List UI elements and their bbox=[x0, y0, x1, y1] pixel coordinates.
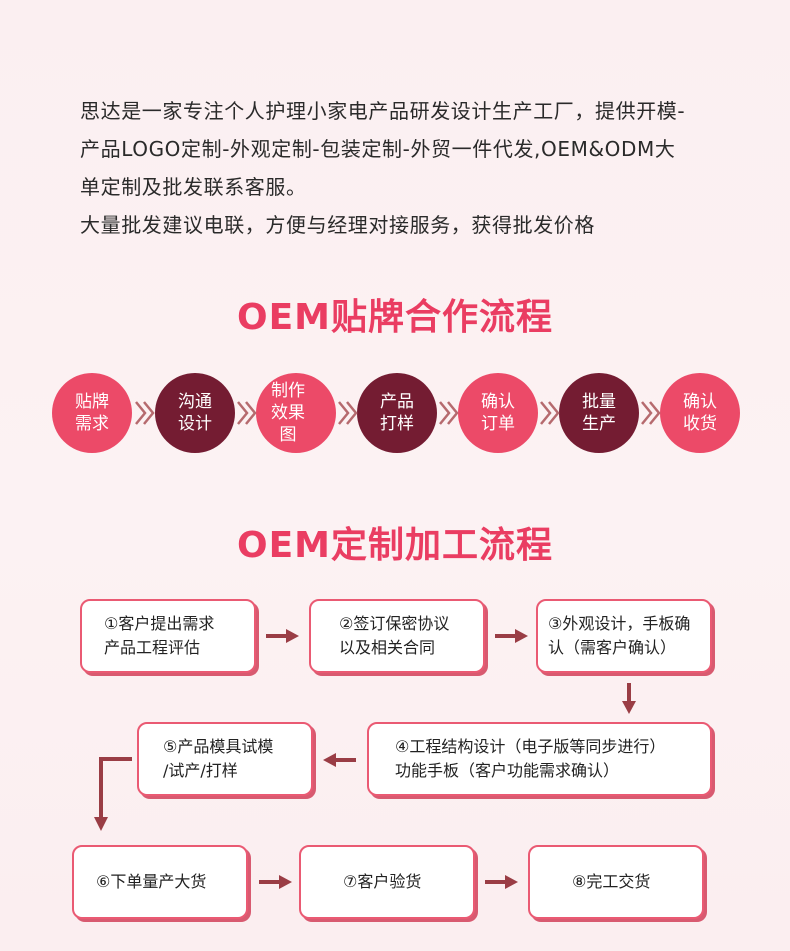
process-step-6: ⑥下单量产大货 bbox=[72, 845, 248, 919]
arrow-right-icon bbox=[485, 875, 518, 889]
oem-cooperation-title: OEM贴牌合作流程 bbox=[236, 297, 554, 338]
arrow-right-icon bbox=[495, 629, 528, 643]
process-step-3-text: ③外观设计，手板确 认（需客户确认） bbox=[548, 614, 691, 657]
step-circle-2-line2: 设计 bbox=[178, 414, 212, 434]
process-step-7: ⑦客户验货 bbox=[299, 845, 475, 919]
step-circle-4-line1: 产品 bbox=[380, 392, 414, 412]
arrow-right-icon bbox=[259, 875, 292, 889]
process-step-7-text: ⑦客户验货 bbox=[343, 872, 422, 891]
step-circle-2-line1: 沟通 bbox=[178, 392, 212, 412]
oem-customization-title: OEM定制加工流程 bbox=[236, 525, 554, 566]
step-circle-5: 确认订单 bbox=[458, 373, 538, 453]
process-step-2: ②签订保密协议 以及相关合同 bbox=[309, 599, 485, 673]
intro-line-4: 大量批发建议电联，方便与经理对接服务，获得批发价格 bbox=[80, 213, 595, 237]
step-circle-1-line2: 需求 bbox=[75, 414, 109, 434]
process-step-5: ⑤产品模具试模 /试产/打样 bbox=[137, 722, 313, 796]
step-circle-1: 贴牌需求 bbox=[52, 373, 132, 453]
step-circle-3: 制作效果图 bbox=[256, 373, 336, 453]
double-chevron-icon bbox=[237, 401, 257, 425]
step-circle-4: 产品打样 bbox=[357, 373, 437, 453]
intro-text: 思达是一家专注个人护理小家电产品研发设计生产工厂，提供开模- 产品LOGO定制-… bbox=[80, 92, 730, 244]
intro-line-1: 思达是一家专注个人护理小家电产品研发设计生产工厂，提供开模- bbox=[80, 99, 686, 123]
step-circle-6-line1: 批量 bbox=[582, 392, 616, 412]
process-step-8: ⑧完工交货 bbox=[528, 845, 704, 919]
process-step-4: ④工程结构设计（电子版等同步进行） 功能手板（客户功能需求确认） bbox=[367, 722, 712, 796]
double-chevron-icon bbox=[439, 401, 459, 425]
process-step-1: ①客户提出需求 产品工程评估 bbox=[80, 599, 256, 673]
step-circle-6: 批量生产 bbox=[559, 373, 639, 453]
arrow-right-icon bbox=[266, 629, 299, 643]
intro-line-2: 产品LOGO定制-外观定制-包装定制-外贸一件代发,OEM&ODM大 bbox=[80, 137, 676, 161]
step-circle-7: 确认收货 bbox=[660, 373, 740, 453]
double-chevron-icon bbox=[641, 401, 661, 425]
step-circle-7-line2: 收货 bbox=[683, 414, 717, 434]
double-chevron-icon bbox=[540, 401, 560, 425]
process-step-4-text: ④工程结构设计（电子版等同步进行） 功能手板（客户功能需求确认） bbox=[395, 737, 666, 780]
process-step-8-text: ⑧完工交货 bbox=[572, 872, 651, 891]
process-step-5-text: ⑤产品模具试模 /试产/打样 bbox=[163, 737, 274, 780]
arrow-left-icon bbox=[323, 753, 356, 767]
process-step-6-text: ⑥下单量产大货 bbox=[96, 872, 207, 891]
process-step-3: ③外观设计，手板确 认（需客户确认） bbox=[536, 599, 712, 673]
step-circle-2: 沟通设计 bbox=[155, 373, 235, 453]
process-step-1-text: ①客户提出需求 产品工程评估 bbox=[104, 614, 215, 657]
step-circle-6-line2: 生产 bbox=[582, 414, 616, 434]
step-circle-1-line1: 贴牌 bbox=[75, 392, 109, 412]
step-circle-5-line2: 订单 bbox=[481, 414, 515, 434]
step-circle-3-line2: 效果图 bbox=[271, 403, 305, 445]
process-step-2-text: ②签订保密协议 以及相关合同 bbox=[339, 614, 450, 657]
double-chevron-icon bbox=[135, 401, 155, 425]
arrow-down-icon bbox=[622, 683, 636, 714]
step-circle-3-line1: 制作 bbox=[271, 381, 305, 401]
arrow-elbow-down-icon bbox=[94, 757, 132, 831]
step-circle-4-line2: 打样 bbox=[380, 414, 414, 434]
double-chevron-icon bbox=[338, 401, 358, 425]
step-circle-7-line1: 确认 bbox=[683, 392, 717, 412]
intro-line-3: 单定制及批发联系客服。 bbox=[80, 175, 307, 199]
step-circle-5-line1: 确认 bbox=[481, 392, 515, 412]
